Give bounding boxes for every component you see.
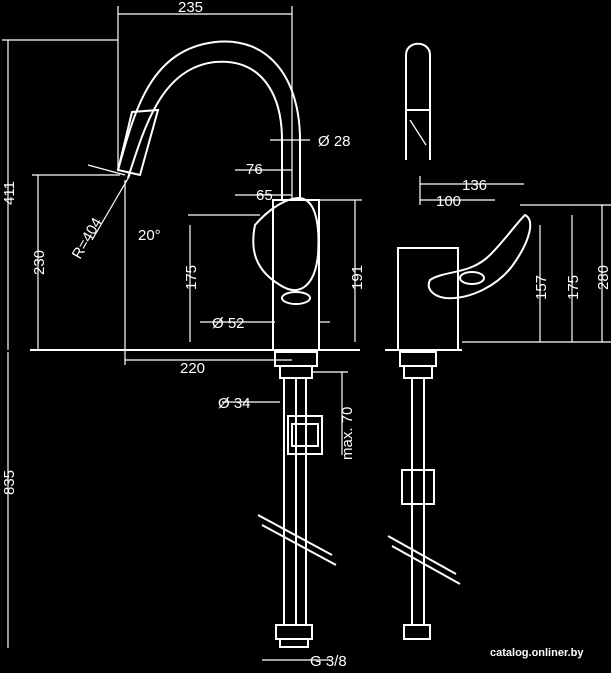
dim-side-175: 175 bbox=[565, 275, 582, 300]
dim-shank-diameter: Ø 34 bbox=[218, 395, 251, 412]
dim-hose-length: 835 bbox=[1, 470, 18, 495]
side-hose-weight bbox=[401, 469, 435, 505]
dim-connection: G 3/8 bbox=[310, 653, 347, 670]
dim-side-136: 136 bbox=[462, 177, 487, 194]
dimension-lines bbox=[2, 6, 611, 661]
break-mark bbox=[257, 514, 333, 556]
dim-base-diameter: Ø 52 bbox=[212, 315, 245, 332]
spout-inner-curve bbox=[127, 60, 283, 200]
handle-lever bbox=[252, 196, 320, 291]
dim-base-outlet: 220 bbox=[180, 360, 205, 377]
dim-total-height: 411 bbox=[1, 181, 18, 205]
front-view-faucet bbox=[30, 40, 360, 648]
dim-angle: 20° bbox=[138, 227, 161, 244]
handle-knob bbox=[281, 291, 311, 305]
dim-side-100: 100 bbox=[436, 193, 461, 210]
faucet-body bbox=[272, 199, 320, 351]
shank-fitting bbox=[279, 365, 313, 379]
dim-radius: R=404 bbox=[69, 215, 106, 262]
dim-65: 65 bbox=[256, 187, 273, 204]
dim-175-left: 175 bbox=[183, 265, 200, 290]
dim-max-70: max. 70 bbox=[339, 407, 356, 460]
dim-spout-height: 230 bbox=[31, 250, 48, 275]
side-spout bbox=[405, 42, 431, 160]
side-view-faucet bbox=[385, 42, 532, 640]
spray-head bbox=[116, 108, 160, 177]
hose-weight bbox=[287, 415, 323, 455]
dim-76: 76 bbox=[246, 161, 263, 178]
dim-spout-diameter: Ø 28 bbox=[318, 133, 351, 150]
watermark: catalog.onliner.by bbox=[490, 647, 584, 659]
spout-outer-curve bbox=[117, 40, 301, 200]
dim-top-width: 235 bbox=[178, 0, 203, 16]
hose-connector bbox=[275, 624, 313, 640]
side-lever bbox=[427, 213, 532, 300]
dim-191: 191 bbox=[349, 265, 366, 290]
dim-side-157: 157 bbox=[533, 275, 550, 300]
shank-nut bbox=[274, 351, 318, 367]
dim-side-280: 280 bbox=[595, 265, 611, 290]
